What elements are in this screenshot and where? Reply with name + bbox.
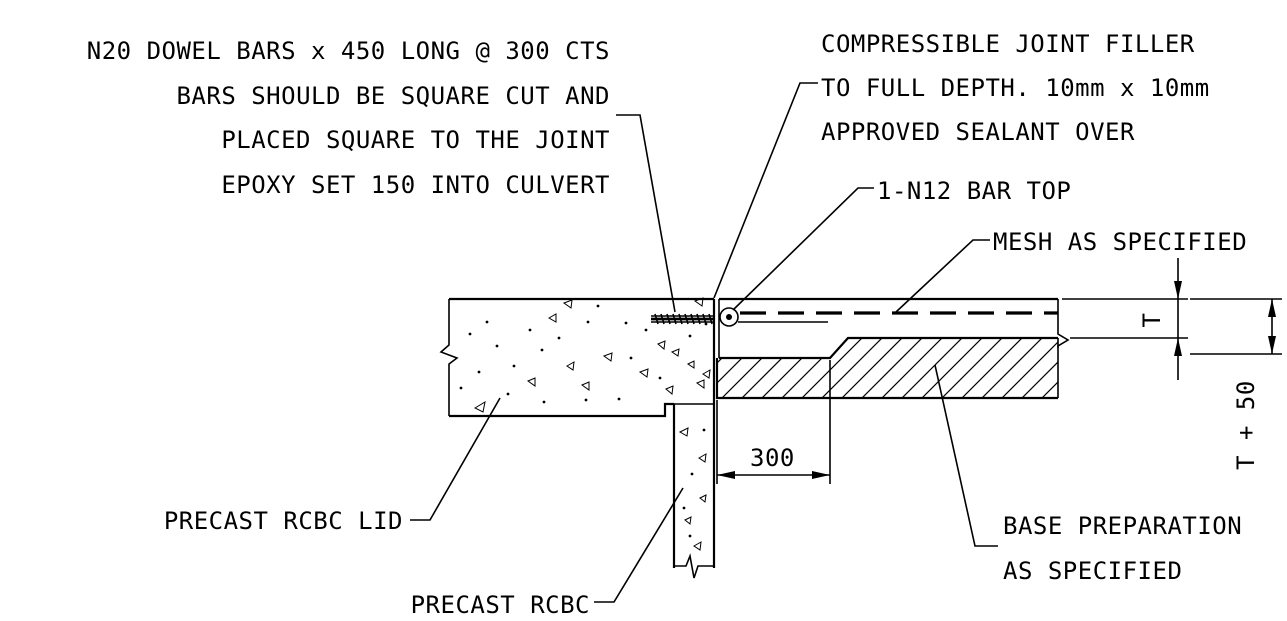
filler-leader: [713, 82, 818, 299]
dowel-leader: [616, 114, 676, 313]
top-bar-note: 1-N12 BAR TOP: [877, 177, 1071, 205]
base-note: BASE PREPARATION AS SPECIFIED: [1003, 512, 1242, 585]
mesh-leader: [895, 239, 990, 313]
lid-note: PRECAST RCBC LID: [164, 507, 403, 535]
dimension-t: T: [1062, 258, 1188, 380]
base-leader: [934, 364, 998, 547]
dimension-300-label: 300: [750, 444, 795, 472]
dimension-t-label: T: [1138, 313, 1166, 328]
top-bar-leader: [732, 187, 874, 311]
filler-note-line-2: TO FULL DEPTH. 10mm x 10mm: [821, 74, 1210, 102]
filler-note-line-1: COMPRESSIBLE JOINT FILLER: [821, 30, 1195, 58]
culvert-leader: [594, 487, 684, 603]
leader-lines: [410, 82, 998, 603]
base-preparation: [715, 338, 1059, 400]
dowel-note-line-1: N20 DOWEL BARS x 450 LONG @ 300 CTS: [87, 37, 610, 65]
n12-bar-circle: [719, 307, 739, 327]
dowel-note-line-3: PLACED SQUARE TO THE JOINT: [221, 126, 610, 154]
base-note-line-2: AS SPECIFIED: [1003, 557, 1182, 585]
mesh-note: MESH AS SPECIFIED: [993, 228, 1247, 256]
filler-note-line-3: APPROVED SEALANT OVER: [821, 118, 1135, 146]
dowel-note: N20 DOWEL BARS x 450 LONG @ 300 CTS BARS…: [87, 37, 610, 199]
dowel-note-line-2: BARS SHOULD BE SQUARE CUT AND: [176, 82, 610, 110]
concrete-aggregate: [459, 297, 711, 551]
dimension-t-plus-50: T + 50: [1190, 298, 1282, 470]
culvert-note: PRECAST RCBC: [411, 591, 590, 619]
pavement-slab: [719, 297, 1070, 360]
lid-leader: [410, 397, 501, 521]
filler-note: COMPRESSIBLE JOINT FILLER TO FULL DEPTH.…: [821, 30, 1210, 146]
precast-rcbc-wall: [672, 403, 716, 579]
base-note-line-1: BASE PREPARATION: [1003, 512, 1242, 540]
dimension-300: 300: [716, 360, 831, 484]
dowel-bar: [651, 313, 714, 325]
dowel-note-line-4: EPOXY SET 150 INTO CULVERT: [221, 171, 610, 199]
dimension-t-plus-50-label: T + 50: [1232, 380, 1260, 470]
